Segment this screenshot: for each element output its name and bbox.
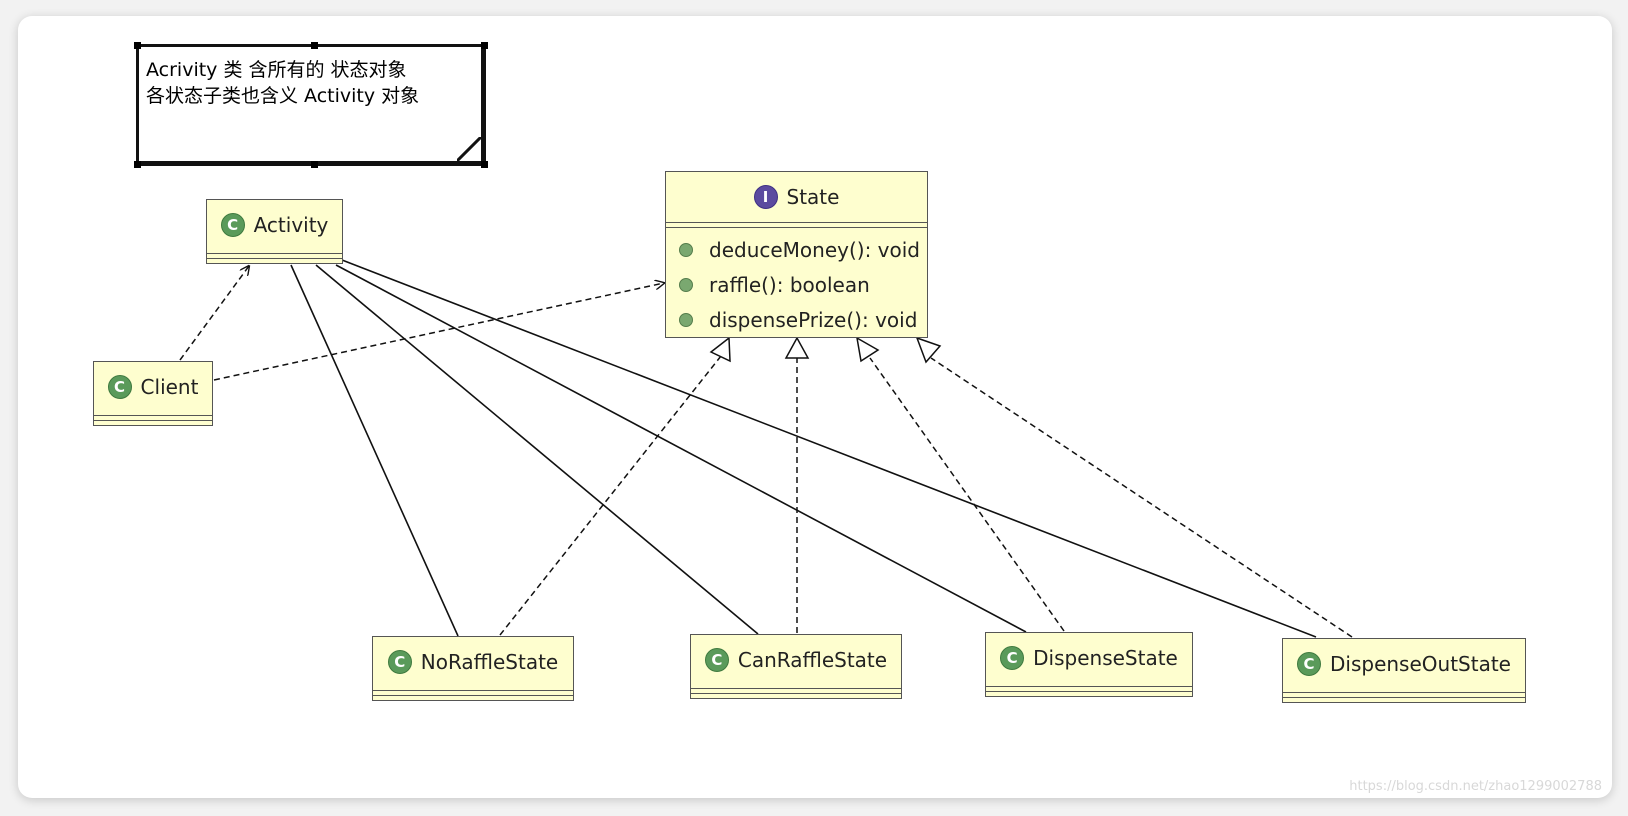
resize-handle[interactable] [481,42,488,49]
resize-handle[interactable] [311,42,318,49]
class-compartments [986,686,1192,696]
class-icon: C [704,648,729,672]
method-signature: deduceMoney(): void [709,237,921,262]
method-row[interactable]: deduceMoney(): void [666,232,927,267]
edge-noraffle-state [499,355,722,636]
method-row[interactable]: dispensePrize(): void [666,302,927,337]
edge-activity-dispenseout [341,259,1317,638]
note-box[interactable]: Acrivity 类 含所有的 状态对象 各状态子类也含义 Activity 对… [134,42,488,168]
class-name: Client [140,375,199,399]
resize-handle[interactable] [311,161,318,168]
resize-handle[interactable] [481,161,488,168]
class-compartments [1283,692,1525,702]
note-fold-corner [457,137,481,161]
class-name: DispenseOutState [1330,652,1511,676]
class-activity[interactable]: C Activity [206,199,343,264]
class-icon: C [387,650,412,674]
edge-dispense-state [869,357,1065,632]
class-name: DispenseState [1033,646,1178,670]
edge-activity-canraffle [315,264,759,635]
note-line-2: 各状态子类也含义 Activity 对象 [146,85,420,107]
public-method-icon [679,242,693,257]
class-icon: C [1000,646,1025,670]
realization-arrowhead [915,336,942,364]
class-compartments [207,253,342,263]
realization-arrowhead [855,336,880,363]
class-dispenseout-state[interactable]: C DispenseOutState [1282,638,1526,703]
interface-name: State [786,185,840,209]
class-dispense-state[interactable]: C DispenseState [985,632,1193,697]
edge-dispenseout-state [930,357,1353,638]
relationship-lines [179,259,1353,638]
edge-client-state [213,283,664,381]
class-name: NoRaffleState [420,650,559,674]
public-method-icon [679,277,693,292]
realization-arrowhead [709,336,731,363]
class-name: CanRaffleState [737,648,888,672]
diagram-canvas: Acrivity 类 含所有的 状态对象 各状态子类也含义 Activity 对… [18,16,1612,798]
interface-header: I State [666,172,927,222]
class-name: Activity [253,213,329,237]
note-line-1: Acrivity 类 含所有的 状态对象 [146,59,407,81]
class-icon: C [107,375,132,399]
edge-client-activity [179,266,249,361]
class-compartments [94,415,212,425]
class-icon: C [1297,652,1321,676]
resize-handle[interactable] [134,161,141,168]
class-client[interactable]: C Client [93,361,213,426]
class-compartments [373,690,573,700]
class-canraffle-state[interactable]: C CanRaffleState [690,634,902,699]
realization-arrowhead [784,336,810,359]
public-method-icon [679,312,693,327]
edge-activity-noraffle [290,264,459,637]
method-row[interactable]: raffle(): boolean [666,267,927,302]
method-signature: dispensePrize(): void [709,307,918,332]
divider [666,227,927,228]
watermark: https://blog.csdn.net/zhao1299002788 [1349,779,1602,794]
class-compartments [691,688,901,698]
resize-handle[interactable] [134,42,141,49]
edge-activity-dispense [335,264,1027,633]
interface-state[interactable]: I State deduceMoney(): void raffle(): bo… [665,171,928,338]
method-signature: raffle(): boolean [709,272,870,297]
class-noraffle-state[interactable]: C NoRaffleState [372,636,574,701]
class-icon: C [220,213,245,237]
divider [666,222,927,223]
interface-icon: I [753,185,778,209]
